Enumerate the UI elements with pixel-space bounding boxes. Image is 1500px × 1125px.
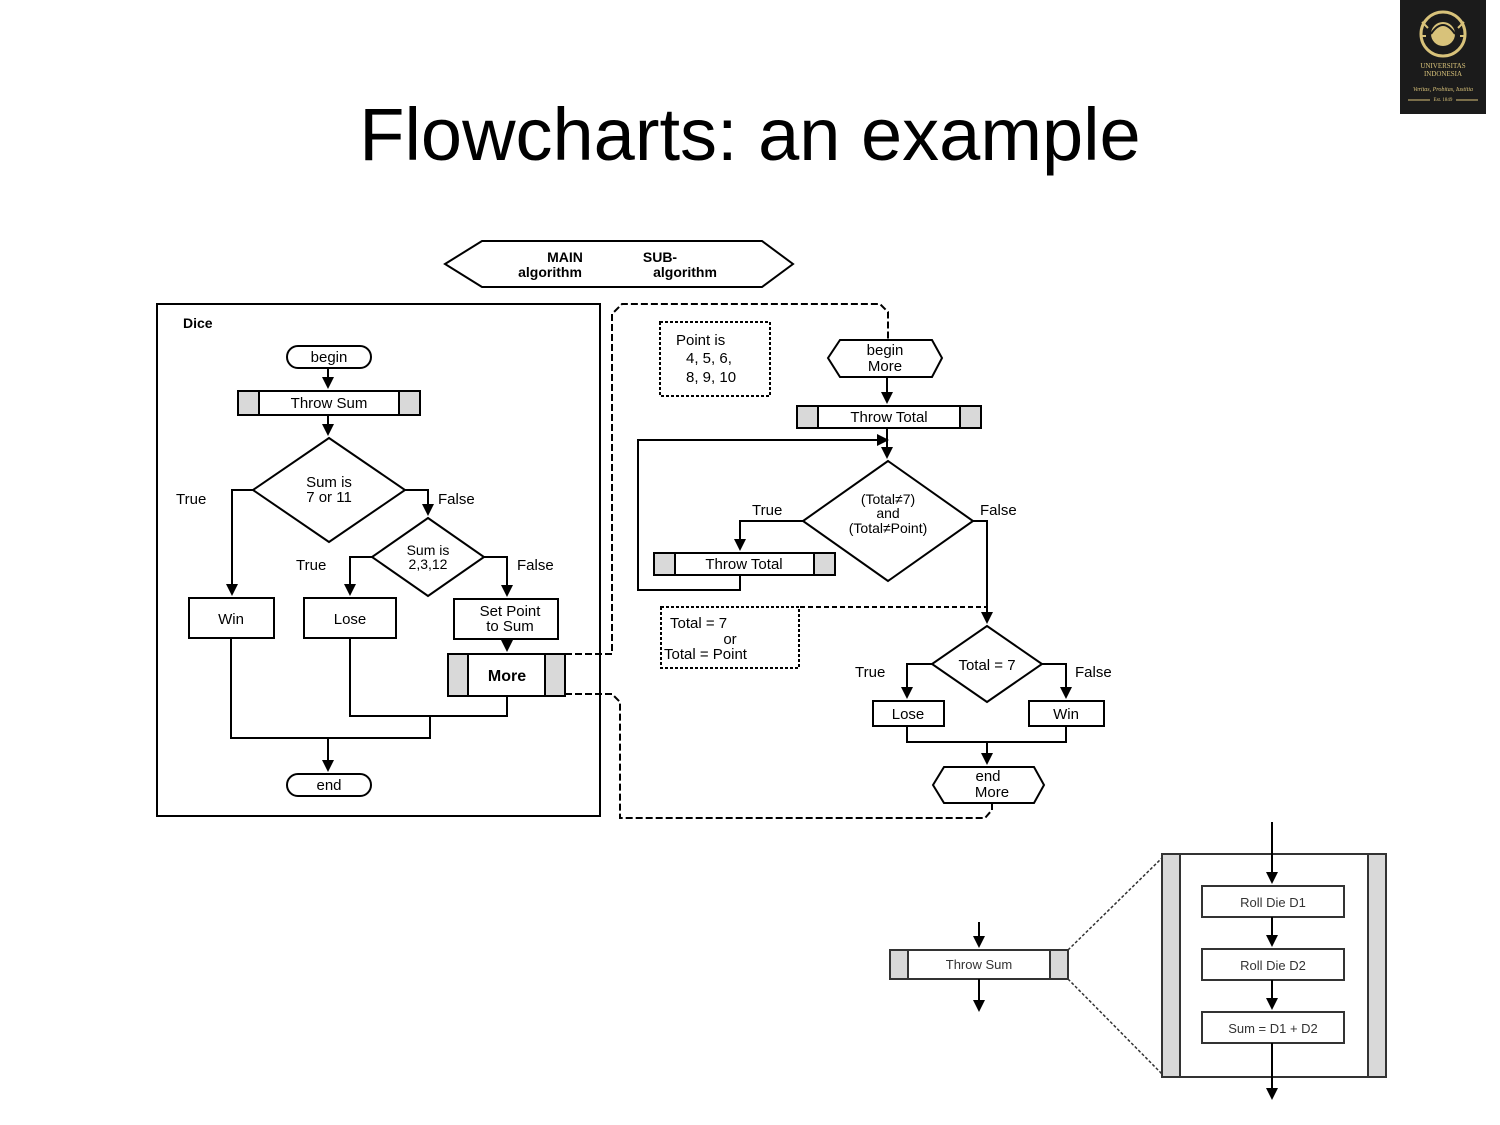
logo-est: Est. 1849	[1433, 98, 1453, 103]
header-main-1: MAIN	[547, 249, 583, 265]
main-decision1-false: False	[438, 491, 475, 508]
sub-decision-loop	[801, 459, 975, 583]
detail-throw-sum-process	[889, 949, 1069, 980]
main-decision-sum-7-11	[251, 436, 407, 544]
sub-decision-line1: (Total≠7)	[861, 491, 915, 507]
sub-begin-line1: begin	[867, 342, 904, 359]
sub-decision-line2: and	[876, 505, 899, 521]
makara-emblem-icon	[1408, 10, 1478, 101]
main-set-point-line2: to Sum	[486, 618, 534, 635]
sub-begin-terminal	[826, 339, 944, 378]
sub-end-line2: More	[975, 784, 1009, 801]
sub-note-total-line3: Total = Point	[664, 646, 748, 663]
main-more-label: More	[488, 668, 526, 685]
logo-line2: INDONESIA	[1423, 70, 1463, 78]
main-set-point-line1: Set Point	[480, 603, 542, 620]
main-decision-sum-2-3-12	[370, 516, 486, 598]
sub-note-point-line2: 4, 5, 6,	[686, 350, 732, 367]
sub-win-box	[1028, 700, 1105, 727]
sub-throw-total-loop-process	[653, 552, 836, 576]
main-decision1-line1: Sum is	[306, 474, 352, 491]
sub-end-terminal	[931, 766, 1046, 804]
main-decision1-line2: 7 or 11	[306, 489, 352, 506]
detail-throw-sum-label: Throw Sum	[946, 957, 1012, 972]
sub-note-total-line1: Total = 7	[670, 615, 727, 632]
main-throw-sum-process	[237, 390, 421, 416]
sub-win-label: Win	[1053, 706, 1079, 723]
sub-decision-line3: (Total≠Point)	[849, 520, 928, 536]
header-main-2: algorithm	[518, 264, 582, 280]
header-sub-1: SUB-	[643, 249, 678, 265]
detail-sum-d1-d2	[1201, 1011, 1345, 1044]
sub-decision-true: True	[752, 502, 782, 519]
main-decision1-true: True	[176, 491, 206, 508]
main-end-terminal	[286, 773, 372, 797]
main-algorithm-panel	[156, 303, 601, 817]
sub-decision2-false: False	[1075, 664, 1112, 681]
sub-begin-line2: More	[868, 358, 902, 375]
sub-decision-false: False	[980, 502, 1017, 519]
main-decision2-line2: 2,3,12	[409, 556, 448, 572]
sub-note-point-line1: Point is	[676, 332, 725, 349]
main-decision2-true: True	[296, 557, 326, 574]
main-more-process	[447, 653, 566, 697]
header-sub-2: algorithm	[653, 264, 717, 280]
sub-decision2-label: Total = 7	[958, 657, 1015, 674]
sub-throw-total-process	[796, 405, 982, 429]
header-hexagon	[443, 240, 795, 288]
logo-line1: UNIVERSITAS	[1420, 62, 1466, 70]
detail-roll2-label: Roll Die D2	[1240, 958, 1306, 973]
slide-title: Flowcharts: an example	[359, 93, 1141, 176]
main-decision2-line1: Sum is	[407, 542, 450, 558]
sub-decision2-true: True	[855, 664, 885, 681]
detail-roll-die-d1	[1201, 885, 1345, 918]
sub-decision-total-7	[930, 624, 1044, 704]
main-begin-label: begin	[311, 349, 348, 366]
main-throw-sum-label: Throw Sum	[291, 395, 368, 412]
university-logo: UNIVERSITAS INDONESIA Veritas, Probitas,…	[1400, 0, 1486, 114]
sub-note-total	[660, 606, 800, 669]
detail-roll1-label: Roll Die D1	[1240, 895, 1306, 910]
main-lose-label: Lose	[334, 611, 367, 628]
sub-throw-total-loop-label: Throw Total	[705, 556, 782, 573]
sub-note-point-line3: 8, 9, 10	[686, 369, 736, 386]
sub-lose-label: Lose	[892, 706, 925, 723]
main-panel-label: Dice	[183, 315, 213, 331]
main-decision2-false: False	[517, 557, 554, 574]
sub-note-total-line2: or	[723, 631, 736, 648]
main-end-label: end	[316, 777, 341, 794]
sub-lose-box	[872, 700, 945, 727]
sub-note-point	[659, 321, 771, 397]
main-win-label: Win	[218, 611, 244, 628]
logo-motto: Veritas, Probitas, Iustitia	[1412, 87, 1474, 93]
detail-sum-label: Sum = D1 + D2	[1228, 1021, 1318, 1036]
sub-end-line1: end	[975, 768, 1000, 785]
sub-algorithm-boundary	[565, 303, 889, 655]
sub-throw-total-label: Throw Total	[850, 409, 927, 426]
